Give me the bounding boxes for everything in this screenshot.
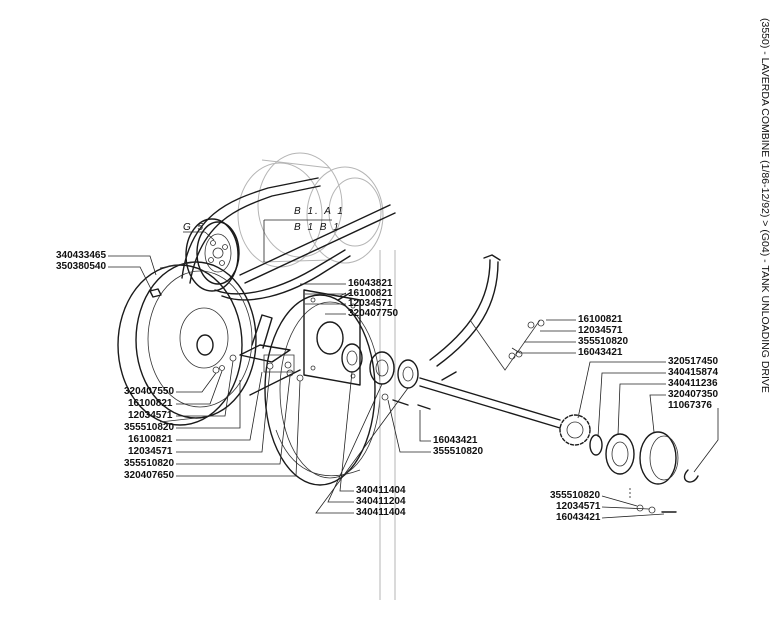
part-label: 12034571: [578, 325, 623, 336]
part-label: 340411204: [356, 496, 406, 507]
g5-pulley: [185, 218, 240, 292]
part-label: 355510820: [433, 446, 483, 457]
part-label: 12034571: [128, 410, 173, 421]
upper-drive-belt: [181, 177, 351, 301]
drawing-labels: B 1. A 1 B 1 B 1 G 5: [183, 206, 345, 262]
part-label: 12034571: [556, 501, 601, 512]
part-label: 320407350: [668, 389, 718, 400]
part-label: 320407750: [348, 308, 398, 319]
sprocket: [559, 414, 591, 446]
right-fasteners: [381, 319, 545, 410]
part-label: 16043421: [556, 512, 601, 523]
main-drive-pulley: [117, 261, 257, 426]
part-label: 355510820: [550, 490, 600, 501]
part-label: 320407650: [124, 470, 174, 481]
part-label: 340415874: [668, 367, 718, 378]
bottom-right-fasteners: [636, 504, 677, 514]
label-b1b1: B 1 B 1: [294, 222, 341, 233]
part-label: 340411404: [356, 507, 406, 518]
part-label: 16043821: [348, 278, 393, 289]
part-callouts: 340433465 350380540 16043821 16100821 12…: [56, 250, 718, 523]
curved-support-arm: [429, 254, 541, 371]
part-label: 16100821: [578, 314, 623, 325]
part-label: 12034571: [128, 446, 173, 457]
part-label: 340433465: [56, 250, 106, 261]
part-label: 11067376: [668, 400, 712, 411]
part-label: 350380540: [56, 261, 106, 272]
shaft-collars: [589, 431, 699, 485]
key-pin: [149, 288, 162, 298]
label-b1a1: B 1. A 1: [294, 206, 345, 217]
part-label: 16100821: [128, 434, 173, 445]
part-label: 16043421: [433, 435, 478, 446]
part-label: 12034571: [348, 298, 393, 309]
part-label: 16100821: [128, 398, 173, 409]
label-g5: G 5: [183, 222, 205, 233]
part-label: 340411236: [668, 378, 718, 389]
diagram-title: (3550) - LAVERDA COMBINE (1/86-12/92) > …: [759, 18, 771, 393]
part-label: 355510820: [124, 458, 174, 469]
part-label: 320517450: [668, 356, 718, 367]
parts-illustration: [117, 152, 699, 600]
lower-belt-guard: [264, 250, 396, 600]
part-label: 16100821: [348, 288, 393, 299]
part-label: 340411404: [356, 485, 406, 496]
part-label: 320407550: [124, 386, 174, 397]
part-label: 16043421: [578, 347, 623, 358]
part-label: 355510820: [124, 422, 174, 433]
drive-shaft: [419, 377, 561, 429]
part-label: 355510820: [578, 336, 628, 347]
mounting-plate: [303, 289, 361, 386]
